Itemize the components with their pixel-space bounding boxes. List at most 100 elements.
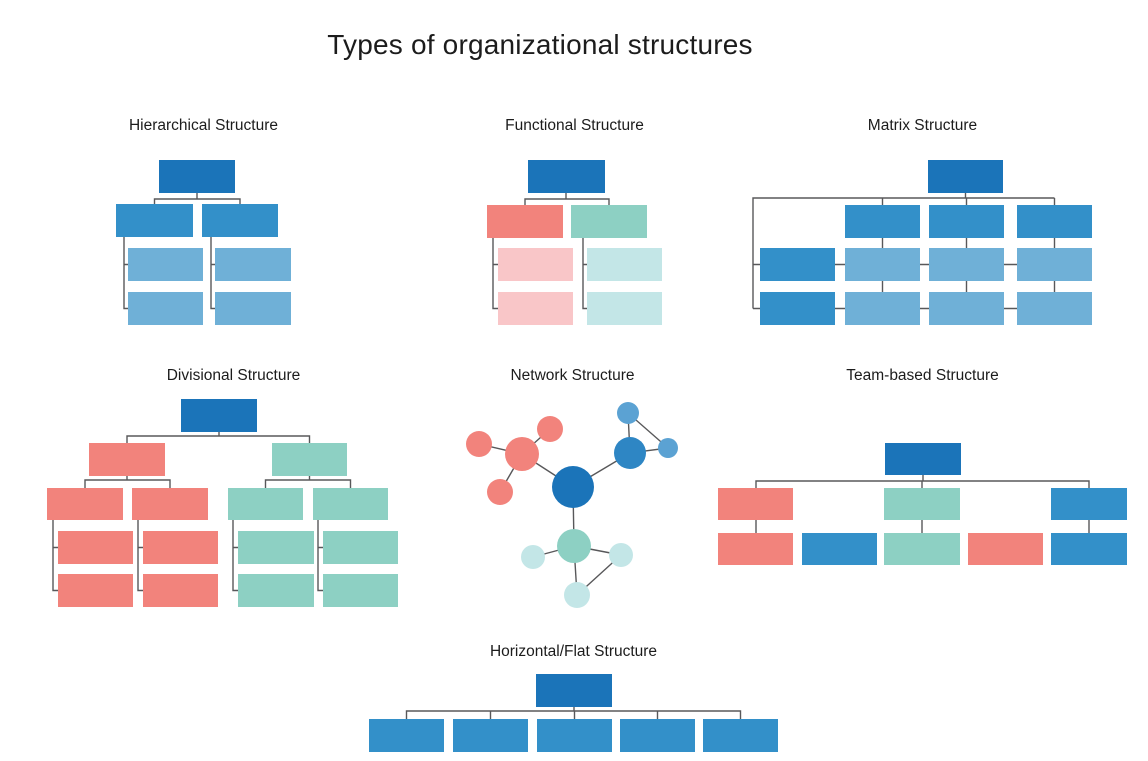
panel-network: Network Structure	[465, 366, 680, 611]
level-1	[928, 160, 1003, 193]
node-box	[929, 248, 1004, 281]
level-2	[487, 205, 647, 238]
division-level-3	[47, 488, 388, 520]
panel-title-divisional: Divisional Structure	[166, 367, 301, 384]
node-box	[884, 533, 960, 565]
node-box	[215, 292, 291, 325]
node-box	[845, 292, 920, 325]
node-box	[845, 248, 920, 281]
level-2	[369, 719, 778, 752]
network-node	[617, 402, 639, 424]
level-1	[181, 399, 257, 432]
functional-structure-diagram	[487, 160, 662, 325]
node-box	[323, 574, 398, 607]
node-box	[760, 292, 835, 325]
network-node	[521, 545, 545, 569]
node-box	[537, 719, 612, 752]
node-box	[159, 160, 235, 193]
project-rows	[760, 248, 1092, 325]
node-box	[272, 443, 347, 476]
panel-flat: Horizontal/Flat Structure	[369, 642, 778, 753]
panel-title-network: Network Structure	[510, 367, 635, 384]
node-box	[968, 533, 1043, 565]
network-nodes	[466, 402, 678, 608]
connector-lines	[492, 193, 610, 310]
node-box	[143, 574, 218, 607]
node-box	[536, 674, 612, 707]
node-box	[929, 292, 1004, 325]
panel-title-matrix: Matrix Structure	[867, 117, 978, 134]
network-node	[658, 438, 678, 458]
node-box	[929, 205, 1004, 238]
division-heads	[89, 443, 347, 476]
node-box	[1017, 292, 1092, 325]
node-box	[369, 719, 444, 752]
network-node	[564, 582, 590, 608]
node-box	[143, 531, 218, 564]
panel-title-team: Team-based Structure	[846, 367, 999, 384]
node-box	[47, 488, 123, 520]
connector-lines	[123, 193, 241, 310]
network-hub-node	[614, 437, 646, 469]
network-node	[609, 543, 633, 567]
connector-lines	[752, 193, 1056, 310]
node-box	[760, 248, 835, 281]
node-box	[238, 531, 314, 564]
panel-hierarchical: Hierarchical Structure	[116, 116, 291, 326]
panel-matrix: Matrix Structure	[752, 116, 1092, 326]
network-hub-node	[505, 437, 539, 471]
network-node	[537, 416, 563, 442]
node-box	[453, 719, 528, 752]
node-box	[181, 399, 257, 432]
panel-title-functional: Functional Structure	[505, 117, 644, 134]
network-structure-diagram	[466, 402, 678, 608]
node-box	[571, 205, 647, 238]
node-box	[498, 248, 573, 281]
node-box	[313, 488, 388, 520]
network-node	[487, 479, 513, 505]
function-heads	[845, 205, 1092, 238]
node-box	[89, 443, 165, 476]
node-box	[1051, 533, 1127, 565]
panel-team: Team-based Structure	[718, 366, 1127, 566]
node-box	[928, 160, 1003, 193]
connector-lines	[755, 475, 1090, 533]
team-leads	[718, 488, 1127, 520]
node-box	[620, 719, 695, 752]
level-2	[116, 204, 278, 237]
connector-lines	[52, 432, 352, 592]
division-level-4	[58, 531, 398, 607]
node-box	[884, 488, 960, 520]
node-box	[58, 531, 133, 564]
node-box	[128, 292, 203, 325]
level-1	[885, 443, 961, 475]
network-hub-node	[557, 529, 591, 563]
hierarchical-structure-diagram	[116, 160, 291, 325]
node-box	[487, 205, 563, 238]
node-box	[128, 248, 203, 281]
divisional-structure-diagram	[47, 399, 398, 607]
network-center-node	[552, 466, 594, 508]
node-box	[228, 488, 303, 520]
level-3	[498, 248, 662, 325]
connector-lines	[405, 707, 742, 719]
level-1	[528, 160, 605, 193]
panel-divisional: Divisional Structure	[47, 366, 398, 608]
node-box	[1017, 205, 1092, 238]
node-box	[132, 488, 208, 520]
node-box	[587, 248, 662, 281]
node-box	[498, 292, 573, 325]
node-box	[1051, 488, 1127, 520]
network-node	[466, 431, 492, 457]
horizontal-flat-structure-diagram	[369, 674, 778, 752]
node-box	[802, 533, 877, 565]
node-box	[202, 204, 278, 237]
node-box	[215, 248, 291, 281]
node-box	[58, 574, 133, 607]
matrix-structure-diagram	[752, 160, 1092, 325]
level-3	[128, 248, 291, 325]
node-box	[587, 292, 662, 325]
level-1	[536, 674, 612, 707]
panel-title-flat: Horizontal/Flat Structure	[489, 643, 658, 660]
